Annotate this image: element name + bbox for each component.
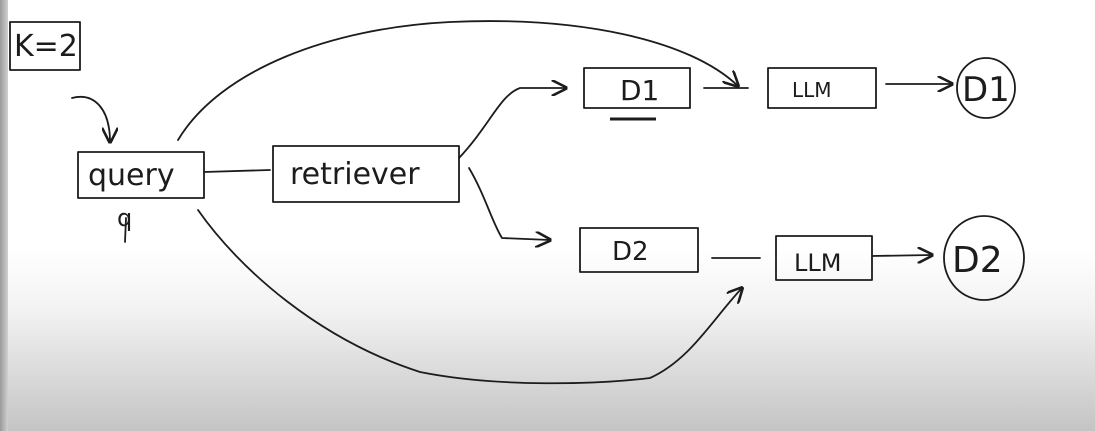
retriever-label: retriever (290, 157, 420, 192)
llm2-box: LLM (775, 235, 873, 281)
llm2-to-output2-arrow (871, 255, 932, 256)
doc2-box: D2 (579, 227, 699, 273)
doc1-label: D1 (620, 74, 659, 107)
output2-label: D2 (952, 240, 1003, 281)
query-variable-label: q (117, 204, 132, 232)
query-box: query (77, 151, 205, 199)
retriever-box: retriever (272, 145, 460, 203)
output1-label: D1 (962, 70, 1010, 110)
query-variable-stroke (124, 217, 127, 243)
window-left-edge (0, 0, 8, 431)
k-to-query-arrow (71, 95, 110, 142)
query-to-retriever-line (203, 169, 271, 173)
doc1-box: D1 (583, 67, 691, 121)
retriever-to-doc1-arrow (458, 88, 566, 159)
retriever-to-doc2-arrow (468, 167, 550, 240)
output2-circle: D2 (943, 215, 1025, 301)
k-param-label: K=2 (14, 29, 78, 64)
doc2-label: D2 (612, 237, 649, 267)
llm1-box: LLM (767, 67, 877, 109)
llm1-label: LLM (792, 78, 832, 102)
query-to-llm2-curve (197, 209, 742, 385)
k-param-box: K=2 (9, 21, 81, 71)
output1-circle: D1 (956, 57, 1016, 119)
query-to-llm1-curve (177, 20, 738, 141)
llm2-label: LLM (794, 249, 841, 277)
query-label: query (88, 158, 175, 193)
